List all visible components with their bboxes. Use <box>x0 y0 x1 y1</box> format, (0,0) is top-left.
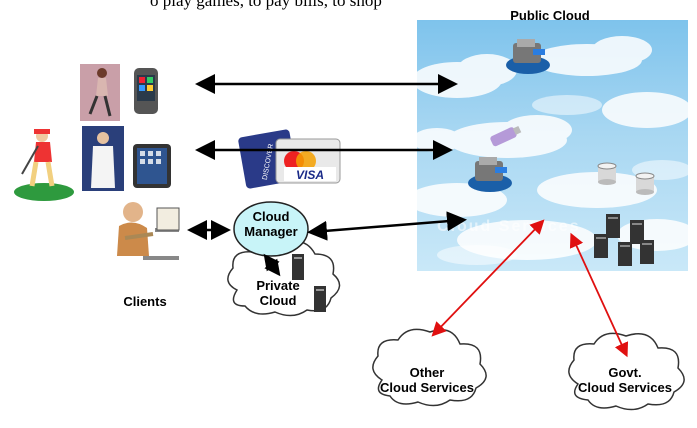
govt-cloud-label-line2: Cloud Services <box>578 379 672 395</box>
database-icon <box>597 162 617 185</box>
database-icon-2 <box>635 172 655 195</box>
arrow-manager-private <box>263 253 281 277</box>
arrow-manager-public <box>307 211 467 241</box>
running-woman-photo <box>80 64 120 121</box>
clients-label: Clients <box>123 294 167 309</box>
top-fragment-text: o play games, to pay bills, to shop <box>150 0 382 10</box>
office-worker-icon <box>117 202 180 260</box>
private-cloud-label-line2: Cloud <box>259 292 297 308</box>
other-cloud-label-line1: Other <box>409 365 445 380</box>
private-cloud-label: Private Cloud <box>238 278 318 309</box>
cloud-manager-label-line2: Manager <box>244 223 298 239</box>
other-cloud-label: Other Cloud Services <box>362 365 492 396</box>
private-cloud-label-line1: Private <box>256 278 300 293</box>
usb-drive-icon <box>490 125 522 147</box>
card-brand-visa: VISA <box>296 168 324 182</box>
govt-cloud-label: Govt. Cloud Services <box>560 365 690 396</box>
arrow-public-other <box>431 219 545 337</box>
arrow-public-govt <box>569 232 629 358</box>
golfer-icon <box>14 129 74 201</box>
private-server-icon <box>292 254 304 280</box>
printer-icon <box>506 39 550 74</box>
printer-icon-2 <box>468 157 512 192</box>
other-cloud-shape <box>372 328 487 407</box>
cloud-manager-label: Cloud Manager <box>236 209 306 240</box>
public-cloud-title: Public Cloud <box>510 8 590 23</box>
private-server-icon-2 <box>314 286 326 312</box>
other-cloud-label-line2: Cloud Services <box>380 379 474 395</box>
doctor-photo <box>82 126 124 191</box>
private-cloud-shape <box>227 240 341 317</box>
tablet-icon <box>133 144 171 188</box>
govt-cloud-label-line1: Govt. <box>608 365 642 380</box>
smartphone-icon <box>134 68 158 114</box>
cloud-manager-label-line1: Cloud <box>252 209 290 224</box>
